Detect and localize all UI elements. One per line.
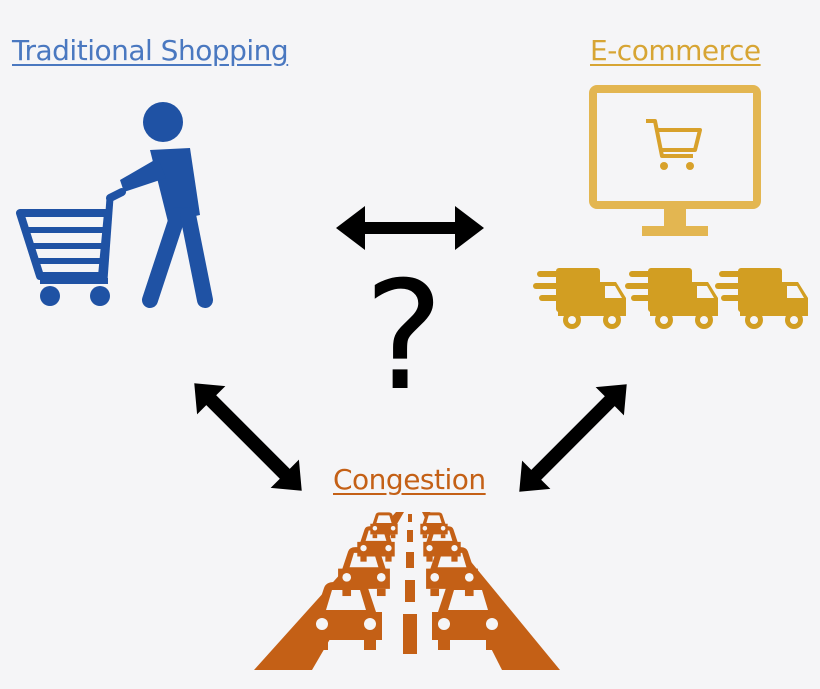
delivery-truck-icon: [536, 268, 626, 329]
double-arrow-horizontal-icon: [336, 206, 484, 250]
congestion-label: Congestion: [333, 463, 486, 496]
shopper-with-cart-icon: [16, 102, 213, 308]
double-arrow-diagonal-left-icon: [194, 383, 302, 491]
ecommerce-label: E-commerce: [590, 34, 761, 67]
traditional-shopping-label: Traditional Shopping: [12, 34, 289, 67]
double-arrow-diagonal-right-icon: [519, 384, 627, 492]
delivery-truck-icon: [628, 268, 718, 329]
monitor-cart-icon: [589, 85, 761, 236]
delivery-truck-icon: [718, 268, 808, 329]
traffic-jam-icon: [254, 512, 560, 670]
question-mark: ?: [364, 250, 444, 424]
